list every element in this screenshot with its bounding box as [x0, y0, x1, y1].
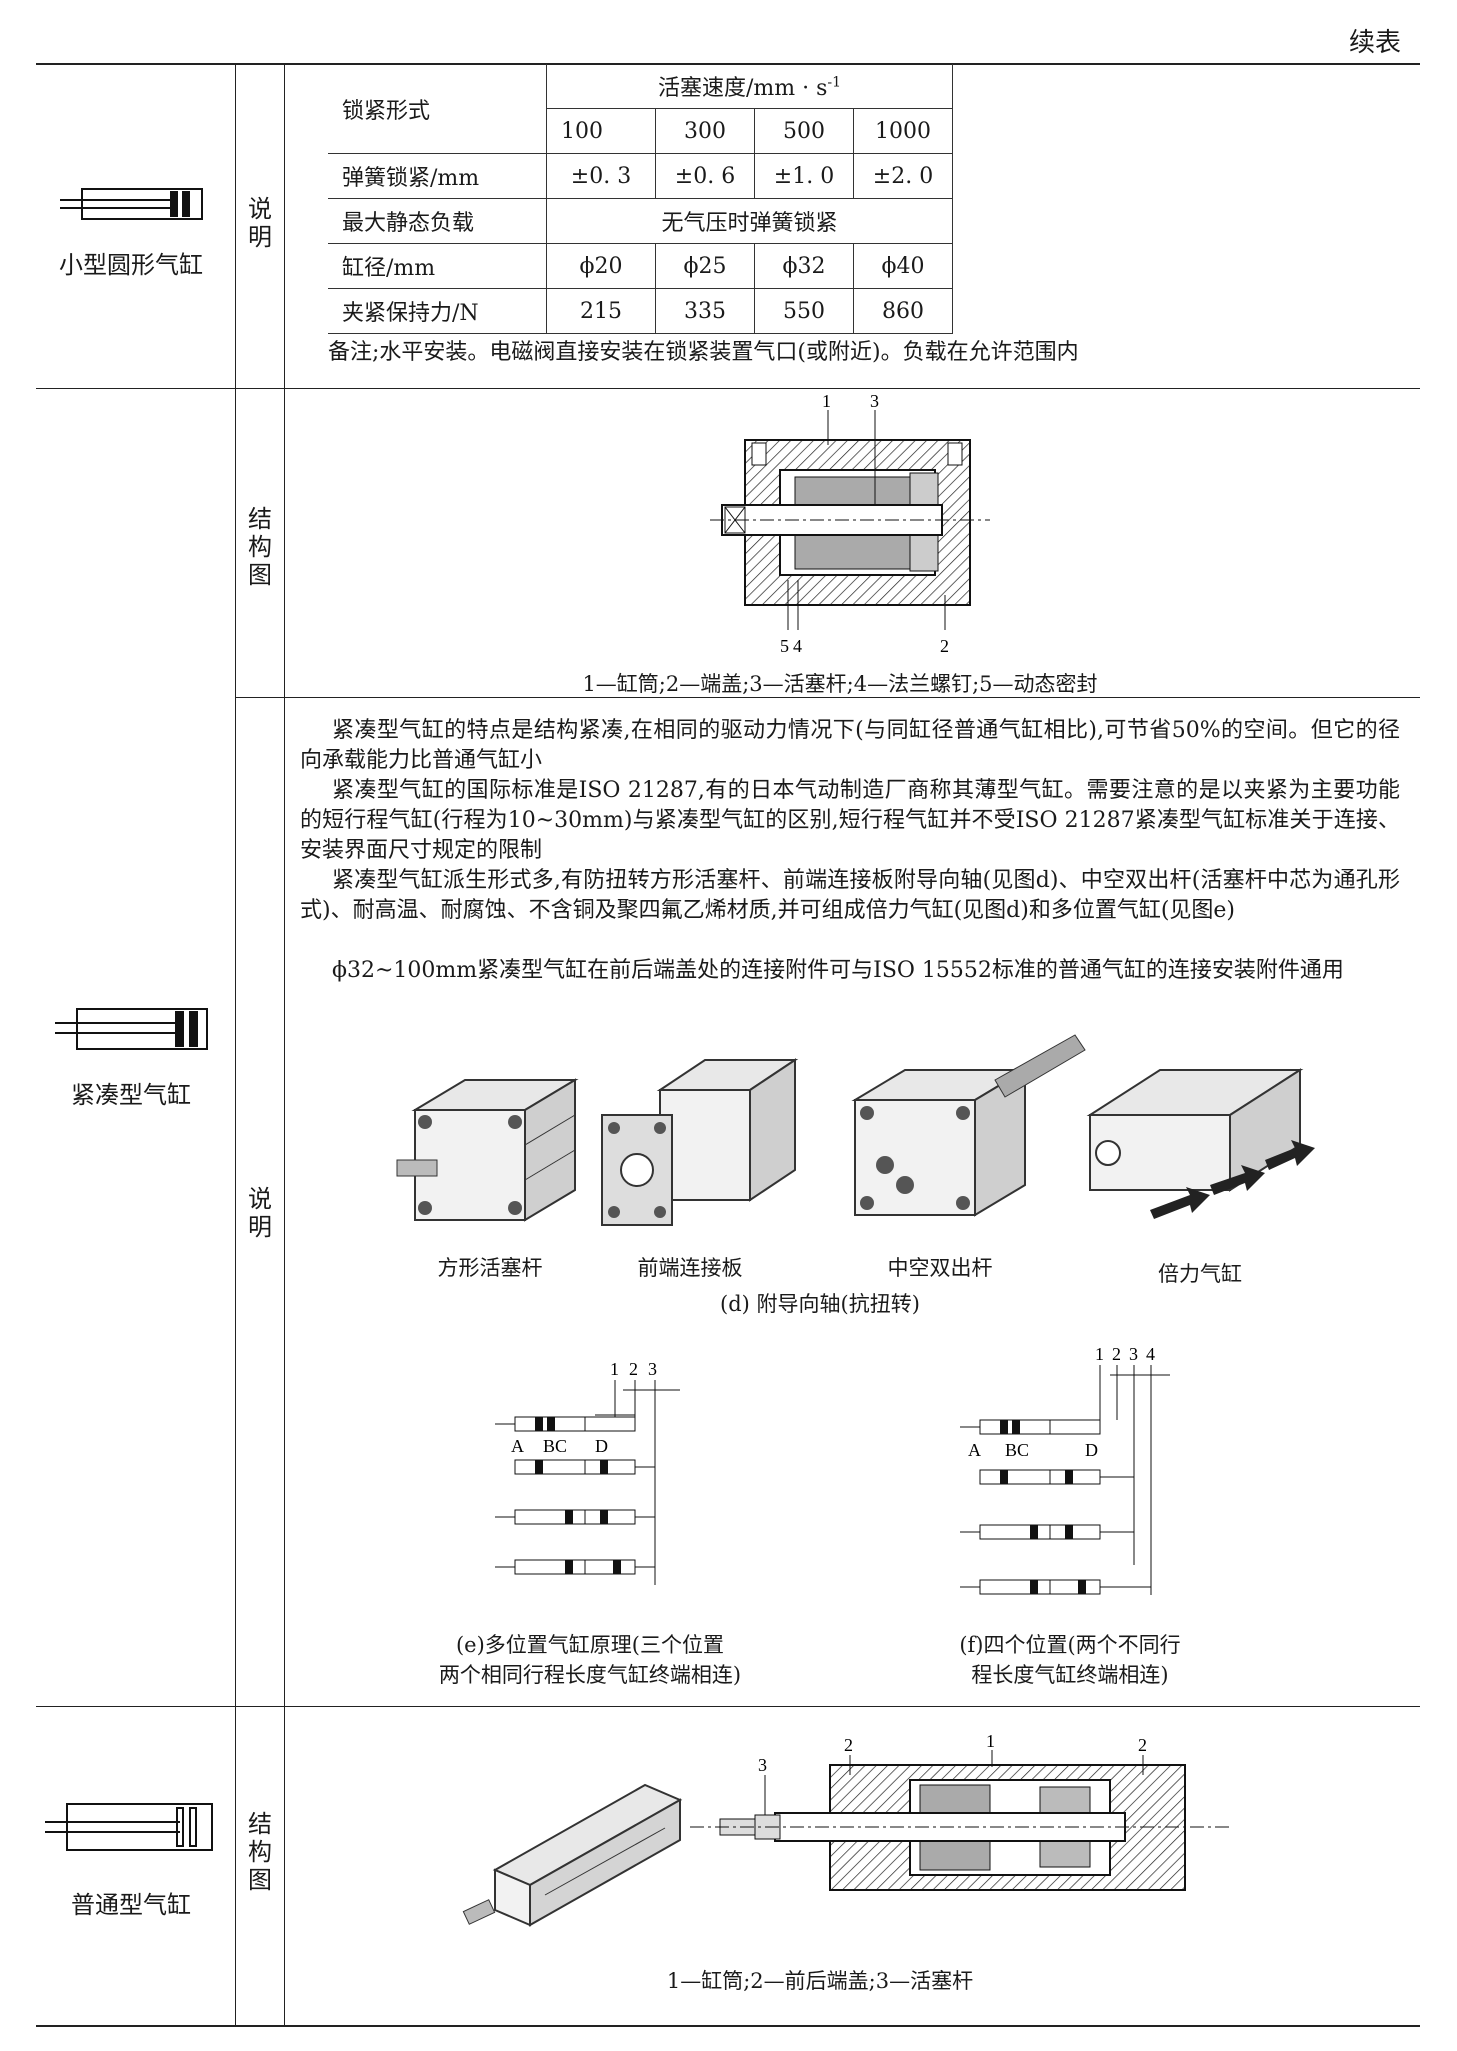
callout-3: 3 — [870, 391, 879, 411]
compact-cylinder-section-drawing: 1 3 5 4 2 — [710, 391, 990, 656]
svg-text:3: 3 — [1129, 1344, 1138, 1364]
product-label-square-rod: 方形活塞杆 — [437, 1256, 543, 1280]
svg-text:D: D — [595, 1436, 608, 1456]
front-plate-cylinder-image — [601, 1058, 799, 1226]
standard-cylinder-name: 普通型气缸 — [71, 1891, 191, 1919]
figure-e-multi-position-diagram: 1 2 3 A BC D — [495, 1359, 680, 1585]
svg-text:2: 2 — [629, 1359, 638, 1379]
row3-bottom-border — [36, 1706, 1420, 1707]
figure-e-caption: (e)多位置气缸原理(三个位置两个相同行程长度气缸终端相连) — [438, 1633, 742, 1687]
row1-label: 说明 — [248, 195, 272, 251]
svg-text:BC: BC — [1005, 1440, 1029, 1460]
figure-f-caption: (f)四个位置(两个不同行程长度气缸终端相连) — [959, 1633, 1181, 1687]
lock-type-header: 锁紧形式 — [328, 64, 547, 154]
callout-2: 2 — [940, 636, 949, 656]
hollow-double-rod-cylinder-image — [851, 1034, 1086, 1217]
svg-text:1: 1 — [610, 1359, 619, 1379]
lock-spec-table: 锁紧形式 活塞速度/mm · s-1 100 300 500 1000 弹簧锁紧… — [328, 64, 953, 334]
small-round-cylinder-symbol — [60, 188, 203, 220]
standard-cylinder-symbol — [45, 1803, 213, 1851]
standard-cylinder-product-image — [462, 1783, 683, 1927]
callout-1: 1 — [822, 391, 831, 411]
svg-text:1: 1 — [1095, 1344, 1104, 1364]
callout-2-front: 2 — [844, 1735, 853, 1755]
row3-label: 说明 — [248, 1185, 272, 1241]
product-label-front-plate: 前端连接板 — [637, 1256, 743, 1280]
column-divider-1 — [235, 63, 236, 2026]
force-multiplier-cylinder-image — [1086, 1068, 1315, 1219]
table-row: 最大静态负载 无气压时弹簧锁紧 — [328, 198, 953, 244]
column-divider-2 — [284, 63, 285, 2026]
callout-5: 5 — [780, 636, 789, 656]
square-piston-rod-cylinder-image — [396, 1078, 579, 1222]
svg-text:A: A — [511, 1436, 524, 1456]
figure-d-caption: (d) 附导向轴(抗扭转) — [720, 1292, 920, 1316]
row2-label: 结构图 — [248, 505, 272, 589]
product-label-hollow-rod: 中空双出杆 — [887, 1256, 993, 1280]
paragraph-1: 紧凑型气缸的特点是结构紧凑,在相同的驱动力情况下(与同缸径普通气缸相比),可节省… — [300, 718, 1400, 773]
svg-text:A: A — [968, 1440, 981, 1460]
figure-f-four-position-diagram: 1 2 3 4 A BC D — [960, 1344, 1170, 1595]
paragraph-2: 紧凑型气缸的国际标准是ISO 21287,有的日本气动制造厂商称其薄型气缸。需要… — [300, 778, 1400, 863]
row1-note: 备注;水平安装。电磁阀直接安装在锁紧装置气口(或附近)。负载在允许范围内 — [328, 340, 1079, 365]
speed-header: 活塞速度/mm · s-1 — [546, 64, 953, 109]
small-round-cylinder-name: 小型圆形气缸 — [59, 251, 203, 279]
svg-text:2: 2 — [1112, 1344, 1121, 1364]
speed-col: 1000 — [853, 108, 953, 154]
paragraph-3: 紧凑型气缸派生形式多,有防扭转方形活塞杆、前端连接板附导向轴(见图d)、中空双出… — [300, 868, 1400, 923]
row2-bottom-border — [235, 697, 1420, 698]
speed-col: 500 — [754, 108, 854, 154]
svg-text:4: 4 — [1146, 1344, 1155, 1364]
row4-caption: 1—缸筒;2—前后端盖;3—活塞杆 — [666, 1969, 974, 1993]
paragraph-4: ϕ32~100mm紧凑型气缸在前后端盖处的连接附件可与ISO 15552标准的普… — [332, 958, 1344, 983]
callout-2-rear: 2 — [1138, 1735, 1147, 1755]
compact-cylinder-name: 紧凑型气缸 — [71, 1081, 191, 1109]
svg-text:3: 3 — [648, 1359, 657, 1379]
table-row: 弹簧锁紧/mm ±0. 3±0. 6 ±1. 0±2. 0 — [328, 153, 953, 199]
speed-col: 100 — [546, 108, 656, 154]
callout-4: 4 — [793, 636, 802, 656]
speed-col: 300 — [655, 108, 755, 154]
svg-text:D: D — [1085, 1440, 1098, 1460]
row4-label: 结构图 — [248, 1810, 272, 1894]
table-bottom-border — [36, 2025, 1420, 2027]
row1-bottom-border — [36, 388, 1420, 389]
row2-caption: 1—缸筒;2—端盖;3—活塞杆;4—法兰螺钉;5—动态密封 — [582, 672, 1098, 696]
svg-text:BC: BC — [543, 1436, 567, 1456]
compact-cylinder-symbol — [55, 1008, 208, 1050]
callout-1: 1 — [986, 1731, 995, 1751]
callout-3: 3 — [758, 1755, 767, 1775]
continued-label: 续表 — [1348, 28, 1401, 58]
product-label-force-multiplier: 倍力气缸 — [1158, 1262, 1242, 1286]
standard-cylinder-section-drawing: 3 2 1 2 — [690, 1731, 1230, 1891]
